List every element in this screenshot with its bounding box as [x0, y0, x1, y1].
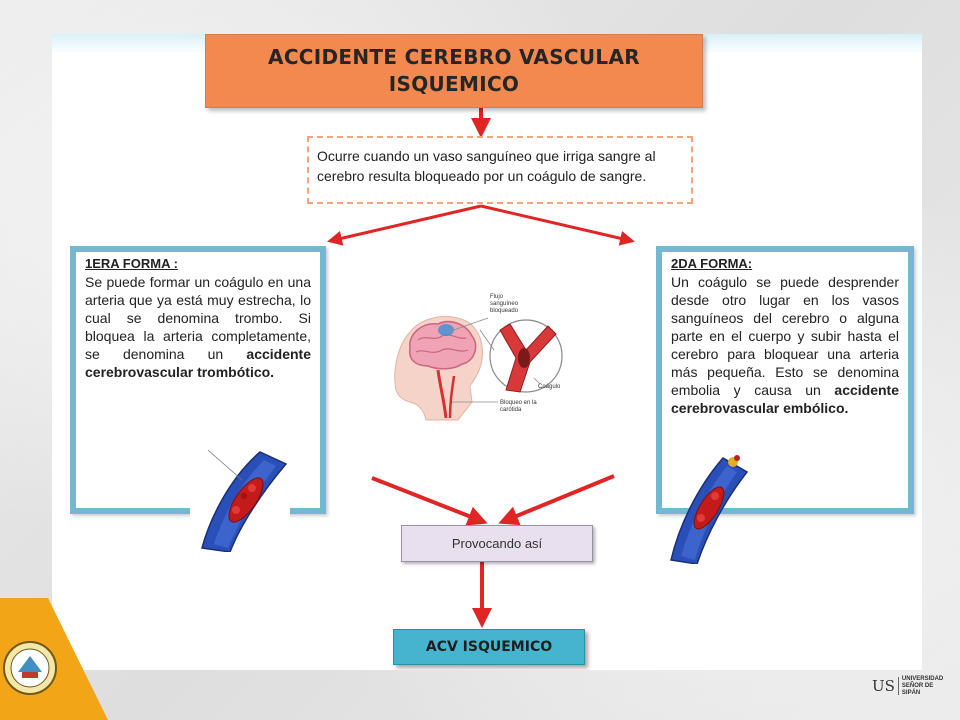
blocked-flow-spot [438, 324, 454, 336]
label-block-2: carótida [500, 407, 522, 413]
title-box: ACCIDENTE CEREBRO VASCULAR ISQUEMICO [205, 34, 703, 108]
label-block-1: Bloqueo en la [500, 400, 537, 406]
label-flow-1: Flujo [490, 294, 504, 300]
second-form-body: Un coágulo se puede desprender desde otr… [671, 273, 899, 417]
label-clot: Coágulo [538, 384, 561, 390]
university-logo-text: UNIVERSIDAD SEÑOR DE SIPÁN [902, 676, 950, 697]
second-form-heading: 2DA FORMA: [671, 256, 753, 271]
first-form-bold-text: accidente cerebrovascular trombótico. [85, 346, 311, 380]
university-logo-line1: UNIVERSIDAD [901, 675, 944, 682]
label-flow-2: sanguíneo [490, 301, 519, 307]
flow-arrows [327, 106, 635, 628]
provoke-box: Provocando así [401, 525, 593, 562]
provoke-label: Provocando así [451, 536, 543, 551]
second-form-text: Un coágulo se puede desprender desde otr… [671, 274, 899, 398]
university-logo-mark: US [872, 677, 899, 695]
arrow-definition-to-right [480, 204, 635, 246]
label-flow-3: bloqueado [490, 308, 519, 314]
carotid-artery [436, 369, 448, 419]
first-form-heading: 1ERA FORMA : [85, 256, 178, 271]
arrow-definition-to-left [327, 204, 482, 246]
university-logo-line2: SEÑOR DE SIPÁN [901, 682, 934, 696]
arrow-left-to-provoke [371, 476, 488, 526]
clot-shape [518, 348, 530, 368]
first-form-text: Se puede formar un coágulo en una arteri… [85, 274, 311, 362]
brain-icon [408, 320, 477, 370]
corner-seal-badge [0, 598, 108, 720]
thrombus-vessel-image [190, 448, 290, 552]
arrow-right-to-provoke [498, 474, 615, 526]
second-form-box: 2DA FORMA: Un coágulo se puede desprende… [656, 246, 914, 514]
page-title: ACCIDENTE CEREBRO VASCULAR ISQUEMICO [268, 45, 640, 96]
result-label: ACV ISQUEMICO [425, 639, 553, 655]
first-form-body: Se puede formar un coágulo en una arteri… [85, 273, 311, 381]
second-form-bold-text: accidente cerebrovascular embólico. [671, 382, 899, 416]
brain-clot-illustration: Flujo sanguíneo bloqueado Coágulo Bloque… [388, 290, 568, 428]
embolus-vessel-image [670, 455, 749, 564]
definition-box: Ocurre cuando un vaso sanguíneo que irri… [307, 136, 693, 204]
university-logo: US UNIVERSIDAD SEÑOR DE SIPÁN [872, 676, 950, 696]
definition-text: Ocurre cuando un vaso sanguíneo que irri… [317, 148, 656, 184]
result-box: ACV ISQUEMICO [393, 629, 585, 665]
slide: ACCIDENTE CEREBRO VASCULAR ISQUEMICO Ocu… [52, 34, 922, 670]
